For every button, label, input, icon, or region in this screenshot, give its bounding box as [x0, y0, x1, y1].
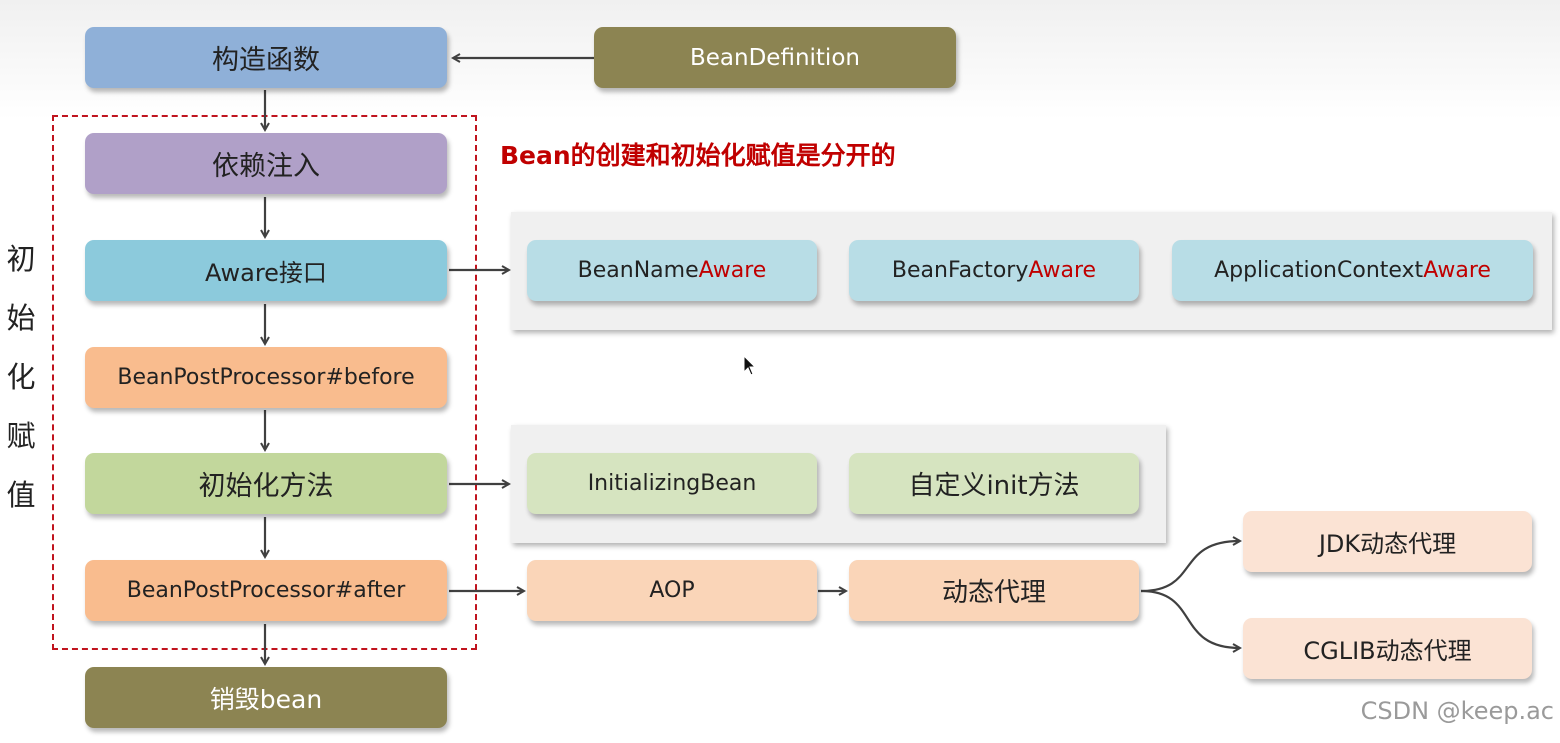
aop-label: AOP	[649, 578, 695, 603]
dependency-injection-label: 依赖注入	[212, 151, 320, 182]
jdk-proxy-box: JDK动态代理	[1243, 511, 1532, 572]
initializing-bean-label: InitializingBean	[587, 471, 757, 496]
side-label-char: 值	[6, 478, 36, 512]
mouse-cursor-icon	[743, 355, 757, 376]
cglib-proxy-label: CGLIB动态代理	[1303, 637, 1472, 665]
arrow-proxy-to-cglib	[1140, 589, 1240, 648]
post-processor-before-label: BeanPostProcessor#before	[117, 365, 415, 390]
application-context-aware-prefix: ApplicationContext	[1214, 258, 1424, 283]
destroy-bean-label: 销毁bean	[209, 684, 323, 714]
post-processor-after-label: BeanPostProcessor#after	[126, 578, 406, 603]
init-method-box: 初始化方法	[85, 453, 447, 514]
aware-interface-label: Aware接口	[205, 259, 327, 287]
constructor-label: 构造函数	[212, 45, 320, 76]
bean-definition-label: BeanDefinition	[690, 44, 860, 71]
side-label-char: 赋	[6, 419, 36, 453]
arrow-proxy-to-jdk	[1140, 541, 1240, 593]
cglib-proxy-box: CGLIB动态代理	[1243, 618, 1532, 679]
bean-factory-aware-prefix: BeanFactory	[891, 258, 1029, 283]
constructor-box: 构造函数	[85, 27, 447, 88]
custom-init-method-label: 自定义init方法	[908, 471, 1080, 501]
side-label-char: 化	[6, 360, 36, 394]
aop-box: AOP	[527, 560, 817, 621]
side-label-char: 始	[6, 301, 36, 335]
init-method-label: 初始化方法	[198, 471, 334, 502]
bean-definition-box: BeanDefinition	[594, 27, 956, 88]
dynamic-proxy-box: 动态代理	[849, 560, 1139, 621]
bean-name-aware-suffix: Aware	[698, 258, 767, 283]
watermark: CSDN @keep.ac	[1360, 697, 1554, 725]
side-label-initialize-assign: 初 始 化 赋 值	[4, 230, 38, 525]
initializing-bean-box: InitializingBean	[527, 453, 817, 514]
aware-interface-box: Aware接口	[85, 240, 447, 301]
dependency-injection-box: 依赖注入	[85, 133, 447, 194]
destroy-bean-box: 销毁bean	[85, 667, 447, 728]
post-processor-before-box: BeanPostProcessor#before	[85, 347, 447, 408]
dynamic-proxy-label: 动态代理	[941, 578, 1046, 608]
bean-name-aware-prefix: BeanName	[577, 258, 699, 283]
application-context-aware-suffix: Aware	[1423, 258, 1491, 283]
custom-init-method-box: 自定义init方法	[849, 453, 1139, 514]
jdk-proxy-label: JDK动态代理	[1318, 530, 1457, 558]
side-label-char: 初	[6, 242, 36, 276]
bean-factory-aware-suffix: Aware	[1028, 258, 1097, 283]
post-processor-after-box: BeanPostProcessor#after	[85, 560, 447, 621]
diagram-heading: Bean的创建和初始化赋值是分开的	[500, 141, 896, 170]
